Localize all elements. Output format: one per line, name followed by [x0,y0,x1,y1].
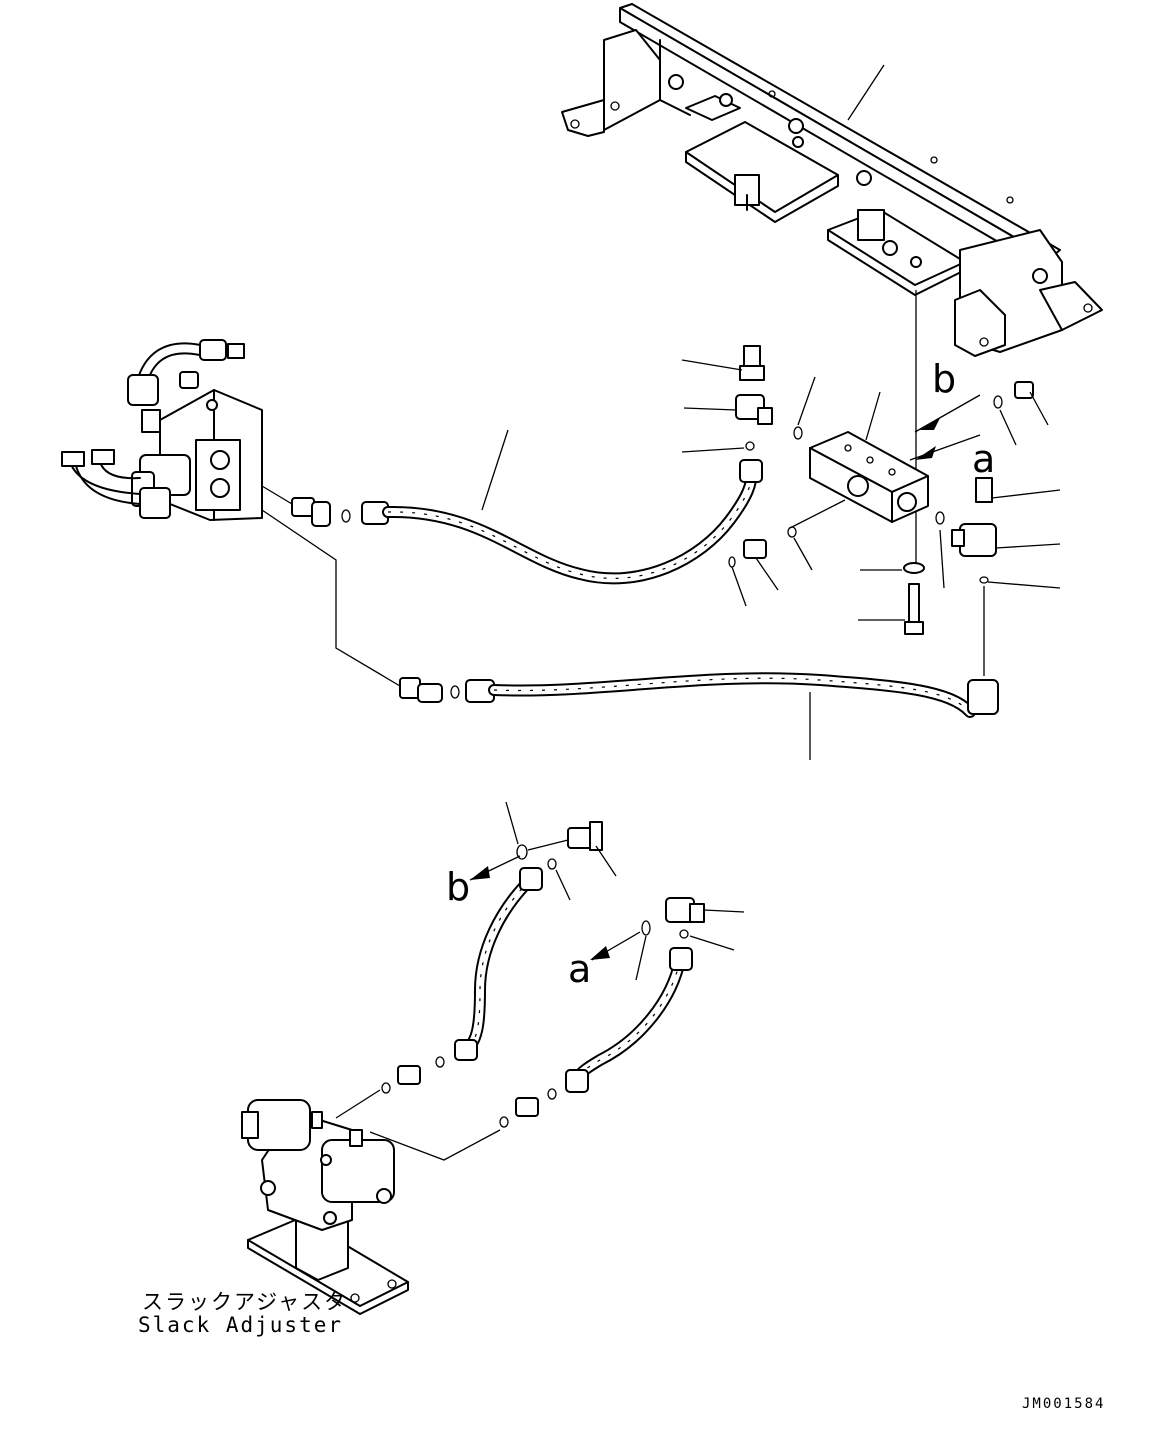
drawing-code: JM001584 [1022,1396,1105,1412]
slack-adjuster [241,1089,501,1315]
brake-valve-assembly [61,339,401,687]
caption-japanese: スラックアジャスタ [142,1290,347,1314]
upper-fittings [681,345,925,635]
frame-bracket [561,3,1103,568]
valve-block [809,391,929,523]
callout-b-lower: b [446,865,470,909]
lower-hose [399,672,999,760]
callout-a-lower: a [568,947,591,991]
lower-fittings [381,801,745,1128]
callout-b-upper: b [932,357,956,401]
caption-english: Slack Adjuster [138,1313,343,1337]
callout-a-upper: a [972,437,995,481]
upper-hose [361,429,763,585]
right-fittings [909,381,1061,676]
